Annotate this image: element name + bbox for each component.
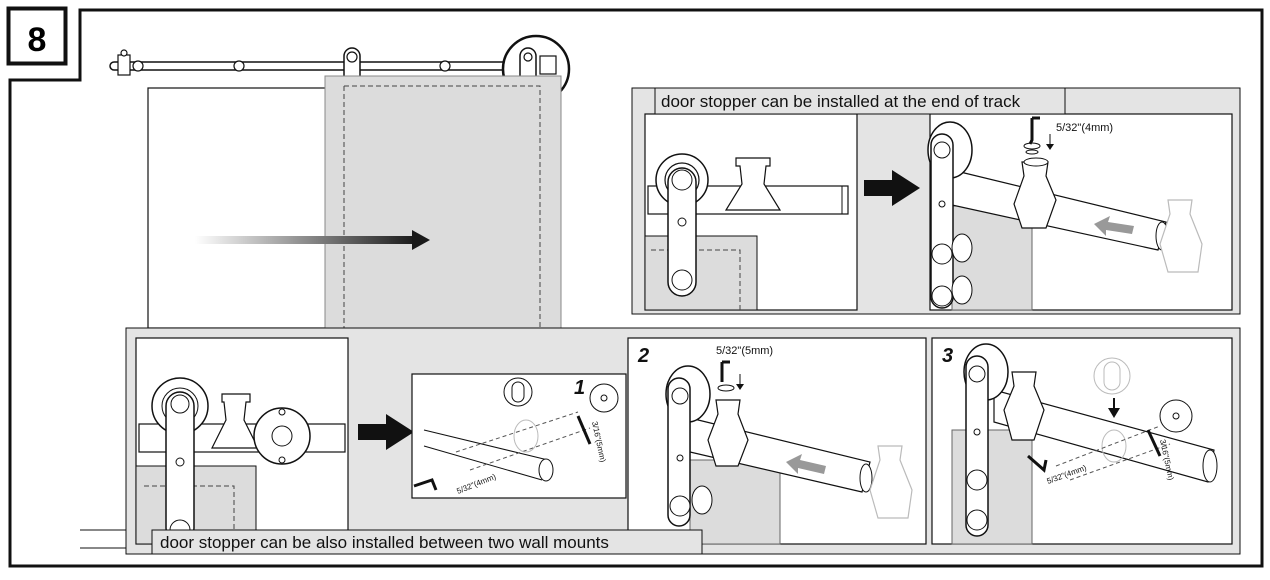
slide-direction-arrow: [195, 230, 430, 250]
sub1-number: 1: [574, 377, 585, 399]
sub2-number: 2: [637, 345, 649, 367]
door-panel: [324, 75, 562, 329]
door-opening-outline: [343, 85, 541, 328]
sub2-wrench-size: 5/32"(5mm): [716, 345, 773, 357]
top-panel-caption: door stopper can be installed at the end…: [661, 92, 1021, 111]
bottom-panel: 1 5/32"(4mm) 3/16"(5mm) 2 5/32"(5mm): [80, 327, 1241, 555]
step-number: 8: [28, 21, 47, 59]
bottom-panel-arrow: [358, 414, 414, 450]
bottom-panel-caption: door stopper can be also installed betwe…: [160, 533, 609, 552]
top-wrench-size: 5/32"(4mm): [1056, 122, 1113, 134]
top-panel: 5/32"(4mm) door stopper can be installed…: [631, 87, 1241, 315]
top-panel-arrow: [864, 170, 920, 206]
wall-opening: [147, 87, 339, 329]
sub3-number: 3: [942, 345, 953, 367]
step-badge: 8: [6, 6, 68, 66]
outer-frame: [8, 8, 1264, 568]
